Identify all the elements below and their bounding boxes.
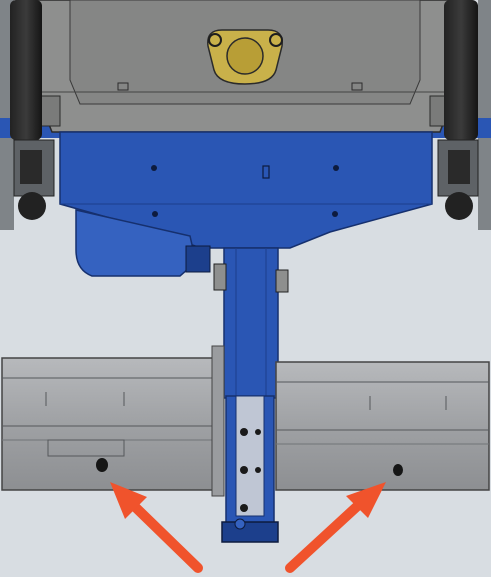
brass-hub (226, 37, 264, 75)
roller-nut-left (20, 150, 42, 184)
rail-left (1, 357, 221, 491)
left-arrow (110, 482, 203, 573)
blue-column (223, 247, 279, 399)
column-side-plate (211, 345, 225, 497)
column-bolt (240, 428, 248, 436)
frame-hole (151, 165, 157, 171)
motor-end-cap (185, 245, 211, 273)
roller-left (10, 0, 42, 140)
rail-recess (47, 439, 125, 457)
column-bolt (255, 429, 261, 435)
background-frame-right (478, 0, 491, 230)
housing-slot-right (351, 82, 363, 91)
wheel-right (445, 192, 473, 220)
column-bracket (275, 269, 289, 293)
brass-bolt-left (208, 33, 222, 47)
brass-bolt-right (269, 33, 283, 47)
frame-hole (332, 211, 338, 217)
column-foot (221, 521, 279, 543)
housing-slot-left (117, 82, 129, 91)
left-rail-hole (96, 458, 108, 472)
roller-nut-right (448, 150, 470, 184)
right-rail-hole (393, 464, 403, 476)
right-arrow (285, 482, 386, 573)
roller-right (444, 0, 478, 140)
column-foot-bolt (234, 518, 246, 530)
column-bolt (240, 466, 248, 474)
column-bolt (255, 467, 261, 473)
frame-hole (333, 165, 339, 171)
frame-slot (262, 165, 270, 179)
wheel-left (18, 192, 46, 220)
column-inner-plate (235, 395, 265, 517)
column-bolt (240, 504, 248, 512)
rail-right (275, 361, 490, 491)
column-bracket (213, 263, 227, 291)
frame-hole (152, 211, 158, 217)
